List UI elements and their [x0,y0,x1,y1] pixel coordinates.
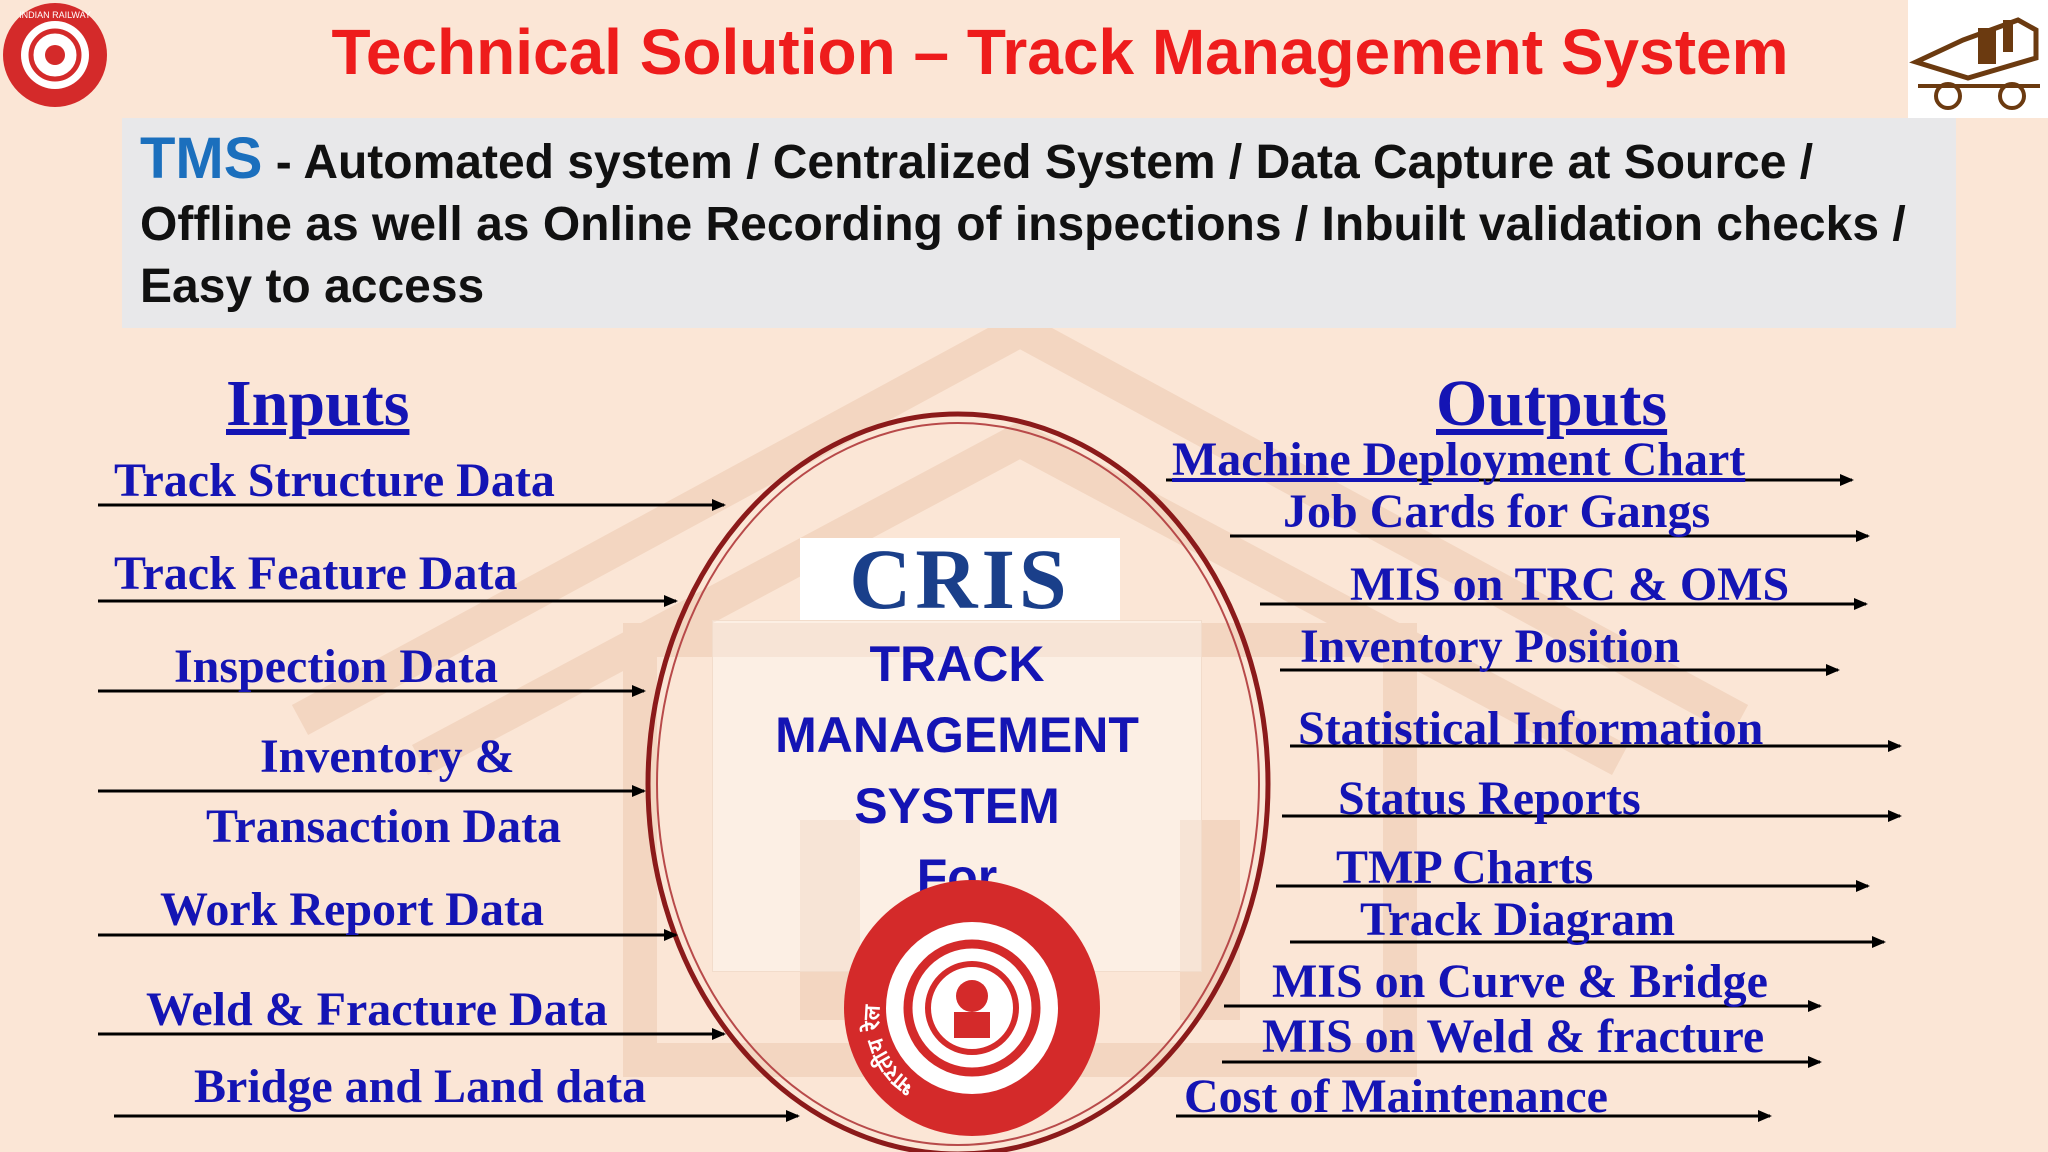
output-label: Track Diagram [1360,893,1676,946]
center-title: TRACK MANAGEMENT SYSTEM For [713,629,1201,913]
input-label: Inspection Data [174,640,499,693]
outputs-heading: Outputs [1436,367,1668,440]
output-label: Cost of Maintenance [1184,1070,1608,1123]
input-label: Track Feature Data [114,547,518,600]
input-label: Work Report Data [160,883,544,936]
description-text: TMS - Automated system / Centralized Sys… [140,128,1926,318]
output-label: MIS on TRC & OMS [1350,558,1790,611]
cris-logo-text: CRIS [849,531,1071,627]
indian-railways-logo-top-left: INDIAN RAILWAY [0,0,110,110]
input-label: Weld & Fracture Data [146,983,608,1036]
center-line: SYSTEM [854,778,1060,834]
central-ellipse-inner [656,422,1260,1146]
indian-railways-logo-center: INDIAN RAILWAY भारतीय रेल [842,878,1102,1138]
locomotive-logo-top-right [1908,0,2048,118]
center-line: MANAGEMENT [775,707,1139,763]
central-ellipse [645,411,1271,1152]
logo-top-left-text: INDIAN RAILWAY [19,10,91,20]
output-label: Statistical Information [1298,702,1764,755]
input-label: Inventory & [260,730,515,783]
slide-title: Technical Solution – Track Management Sy… [331,16,1789,88]
cris-logo: CRIS [800,531,1120,627]
inputs-heading: Inputs [226,367,410,440]
output-label: Status Reports [1338,772,1641,825]
center-line: TRACK [869,636,1045,692]
tms-label: TMS [140,126,263,191]
output-label: TMP Charts [1336,841,1594,894]
input-label: Transaction Data [206,800,562,853]
input-label: Bridge and Land data [194,1060,647,1113]
description-body: - Automated system / Centralized System … [140,136,1906,313]
output-label: Inventory Position [1300,620,1681,673]
output-label: Job Cards for Gangs [1283,485,1711,538]
input-label: Track Structure Data [114,454,555,507]
output-label: MIS on Curve & Bridge [1272,955,1768,1008]
output-label: MIS on Weld & fracture [1262,1010,1765,1063]
description-box: TMS - Automated system / Centralized Sys… [122,118,1956,328]
output-label: Machine Deployment Chart [1172,433,1746,486]
